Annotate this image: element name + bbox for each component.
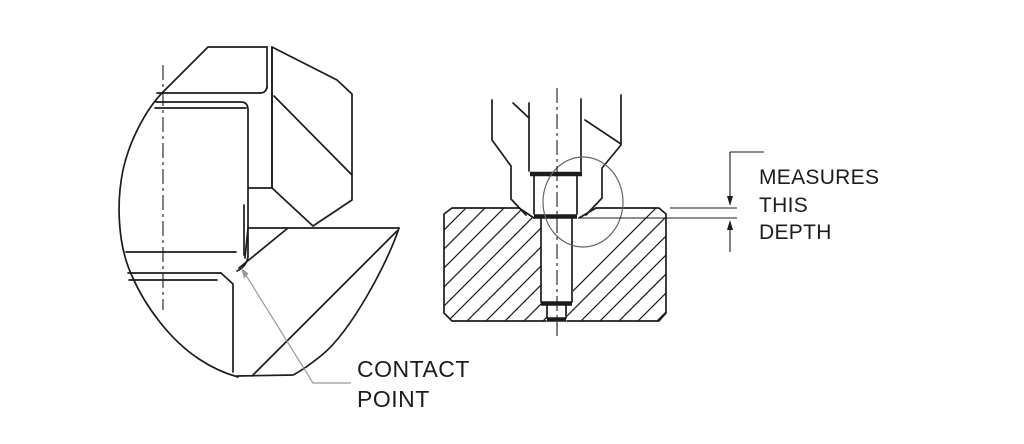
section-view — [443, 88, 764, 336]
dimension-arrow-down — [727, 196, 733, 206]
dimension-arrow-up — [727, 220, 733, 230]
depth-dimension — [578, 151, 764, 252]
hatching-right — [567, 208, 666, 321]
detail-bubble-outline — [118, 91, 239, 378]
gauge-plunger — [530, 171, 582, 322]
measuring-cone-detail — [236, 227, 400, 377]
measures-depth-label-line2: THIS — [759, 193, 809, 217]
contact-leader — [241, 268, 351, 384]
countersink-chamfer — [518, 207, 597, 219]
contact-leader-arrowhead — [241, 268, 249, 279]
workpiece — [443, 207, 667, 322]
body-wall-detail — [271, 46, 353, 227]
measures-depth-label-line3: DEPTH — [759, 221, 832, 244]
contact-point-label: CONTACT POINT — [357, 355, 470, 414]
contact-point-label-line2: POINT — [357, 385, 430, 412]
measures-depth-label: MEASURES THIS DEPTH — [759, 164, 879, 247]
hatching-left — [444, 208, 547, 321]
gauge-body — [491, 94, 622, 216]
measures-depth-label-line1: MEASURES — [759, 166, 880, 189]
detail-view — [118, 46, 400, 384]
plunger-detail — [125, 46, 273, 373]
contact-point-label-line1: CONTACT — [357, 356, 470, 382]
detail-circle — [542, 156, 624, 248]
